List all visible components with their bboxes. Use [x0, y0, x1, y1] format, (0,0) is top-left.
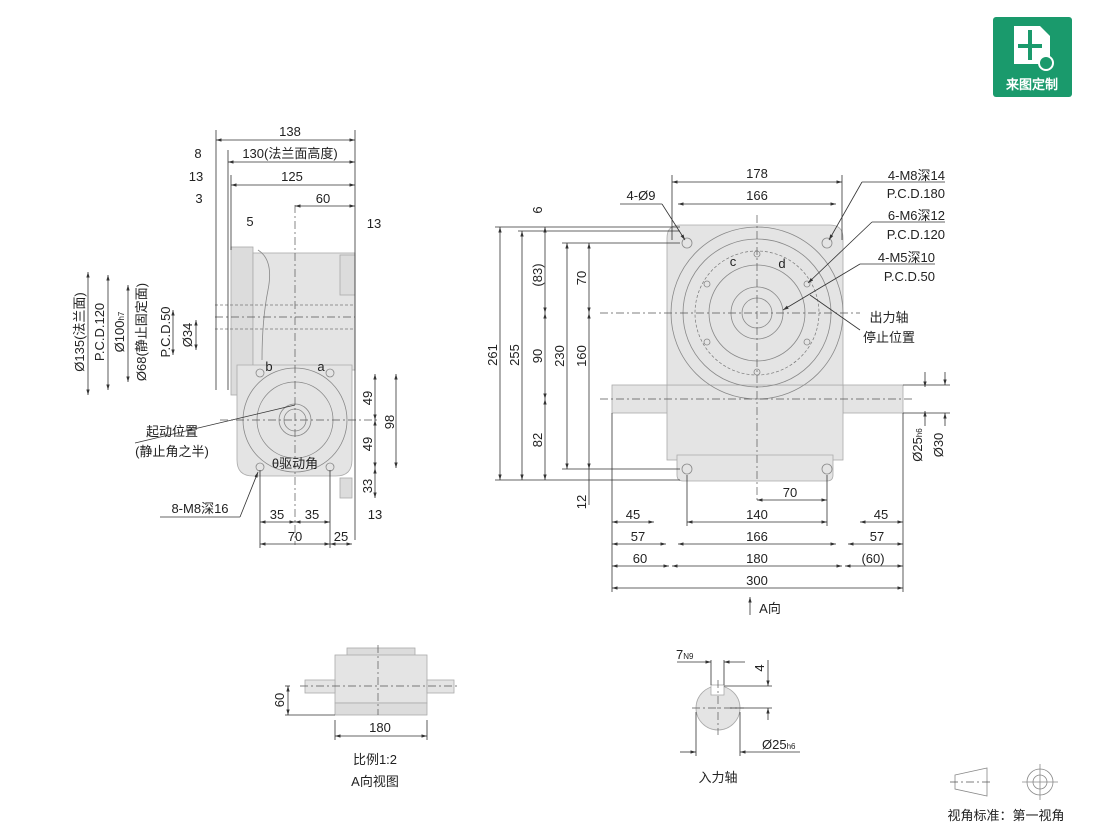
dim-34: Ø34	[180, 323, 195, 348]
dim-3: 3	[195, 191, 202, 206]
a-direction-view: 60 180 比例1:2 A向视图	[272, 645, 460, 789]
dim-25h6: Ø25h6	[910, 428, 925, 462]
dim-13a: 13	[189, 169, 203, 184]
dim-138: 138	[279, 124, 301, 139]
dim-35a: 35	[270, 507, 284, 522]
dim-135-flange: Ø135(法兰面)	[72, 292, 87, 371]
key-width-dim: 7N9	[676, 647, 694, 662]
dim-70: 70	[288, 529, 302, 544]
dim-12: 12	[574, 495, 589, 509]
dim-130: 130(法兰面高度)	[242, 146, 337, 161]
dim-49b: 49	[360, 437, 375, 451]
dim-13: 13	[368, 507, 382, 522]
holes-m8-label: 8-M8深16	[171, 501, 228, 516]
dim-70-left: 70	[574, 271, 589, 285]
dim-178: 178	[746, 166, 768, 181]
dim-pcd50: P.C.D.50	[158, 306, 173, 357]
dim-45b: 45	[874, 507, 888, 522]
point-c: c	[730, 254, 737, 269]
drive-angle-label: θ驱动角	[272, 456, 318, 471]
dim-60-a: 60	[272, 693, 287, 707]
view-a-arrow-label: A向	[759, 601, 781, 616]
dim-57b: 57	[870, 529, 884, 544]
holes-9-label: 4-Ø9	[627, 188, 656, 203]
projection-label: 视角标准：第一视角	[947, 808, 1064, 823]
key-depth-dim: 4	[752, 664, 767, 671]
dim-35b: 35	[305, 507, 319, 522]
dim-33: 33	[360, 479, 375, 493]
dim-98: 98	[382, 415, 397, 429]
dim-30: Ø30	[931, 433, 946, 458]
dim-70-bottom: 70	[783, 485, 797, 500]
logo-label: 来图定制	[1005, 77, 1058, 92]
side-view: 138 130(法兰面高度) 8 13 125 3 60 5 13 Ø135(法…	[72, 124, 398, 548]
start-position-label: 起动位置	[146, 424, 198, 439]
dim-60a: 60	[633, 551, 647, 566]
custom-drawing-logo[interactable]: 来图定制	[993, 17, 1072, 97]
dim-255: 255	[507, 344, 522, 366]
dim-49a: 49	[360, 391, 375, 405]
dim-166-top: 166	[746, 188, 768, 203]
pcd180-label: P.C.D.180	[887, 186, 945, 201]
dim-68: Ø68(静止固定面)	[134, 283, 149, 381]
scale-label: 比例1:2	[353, 752, 397, 767]
input-shaft-title: 入力轴	[698, 770, 737, 785]
dim-160: 160	[574, 345, 589, 367]
dim-100h7: Ø100h7	[112, 311, 127, 352]
point-d: d	[778, 256, 785, 271]
dim-60: 60	[316, 191, 330, 206]
start-position-note: (静止角之半)	[135, 444, 209, 459]
m8-holes-label: 4-M8深14	[888, 168, 945, 183]
a-view-title: A向视图	[351, 774, 399, 789]
dim-13b: 13	[367, 216, 381, 231]
stop-position-label: 停止位置	[863, 330, 915, 345]
m5-holes-label: 4-M5深10	[878, 250, 935, 265]
m6-holes-label: 6-M6深12	[888, 208, 945, 223]
pcd120-label: P.C.D.120	[887, 227, 945, 242]
dim-125: 125	[281, 169, 303, 184]
point-a: a	[317, 359, 325, 374]
output-shaft-label: 出力轴	[869, 310, 908, 325]
dim-230: 230	[552, 345, 567, 367]
dim-pcd120: P.C.D.120	[92, 303, 107, 361]
projection-symbol: 视角标准：第一视角	[947, 764, 1065, 823]
dim-60b: (60)	[861, 551, 884, 566]
shaft-dia-dim: Ø25h6	[762, 737, 796, 752]
dim-90: 90	[530, 349, 545, 363]
dim-180: 180	[746, 551, 768, 566]
dim-25: 25	[334, 529, 348, 544]
dim-57a: 57	[631, 529, 645, 544]
dim-8: 8	[194, 146, 201, 161]
dim-83: (83)	[530, 263, 545, 286]
dim-5: 5	[246, 214, 253, 229]
pcd50-label: P.C.D.50	[884, 269, 935, 284]
dim-180-a: 180	[369, 720, 391, 735]
dim-261: 261	[485, 344, 500, 366]
dim-300: 300	[746, 573, 768, 588]
point-b: b	[265, 359, 272, 374]
first-angle-icon	[1022, 764, 1058, 800]
dim-166-bottom: 166	[746, 529, 768, 544]
dim-140: 140	[746, 507, 768, 522]
front-view: 178 166 4-Ø9 4-M8深14 P.C.D.180 6-M6深12 P…	[485, 166, 950, 616]
dim-45a: 45	[626, 507, 640, 522]
dim-82: 82	[530, 433, 545, 447]
dim-6: 6	[530, 206, 545, 213]
input-shaft-section: 7N9 4 Ø25h6 入力轴	[676, 647, 800, 785]
